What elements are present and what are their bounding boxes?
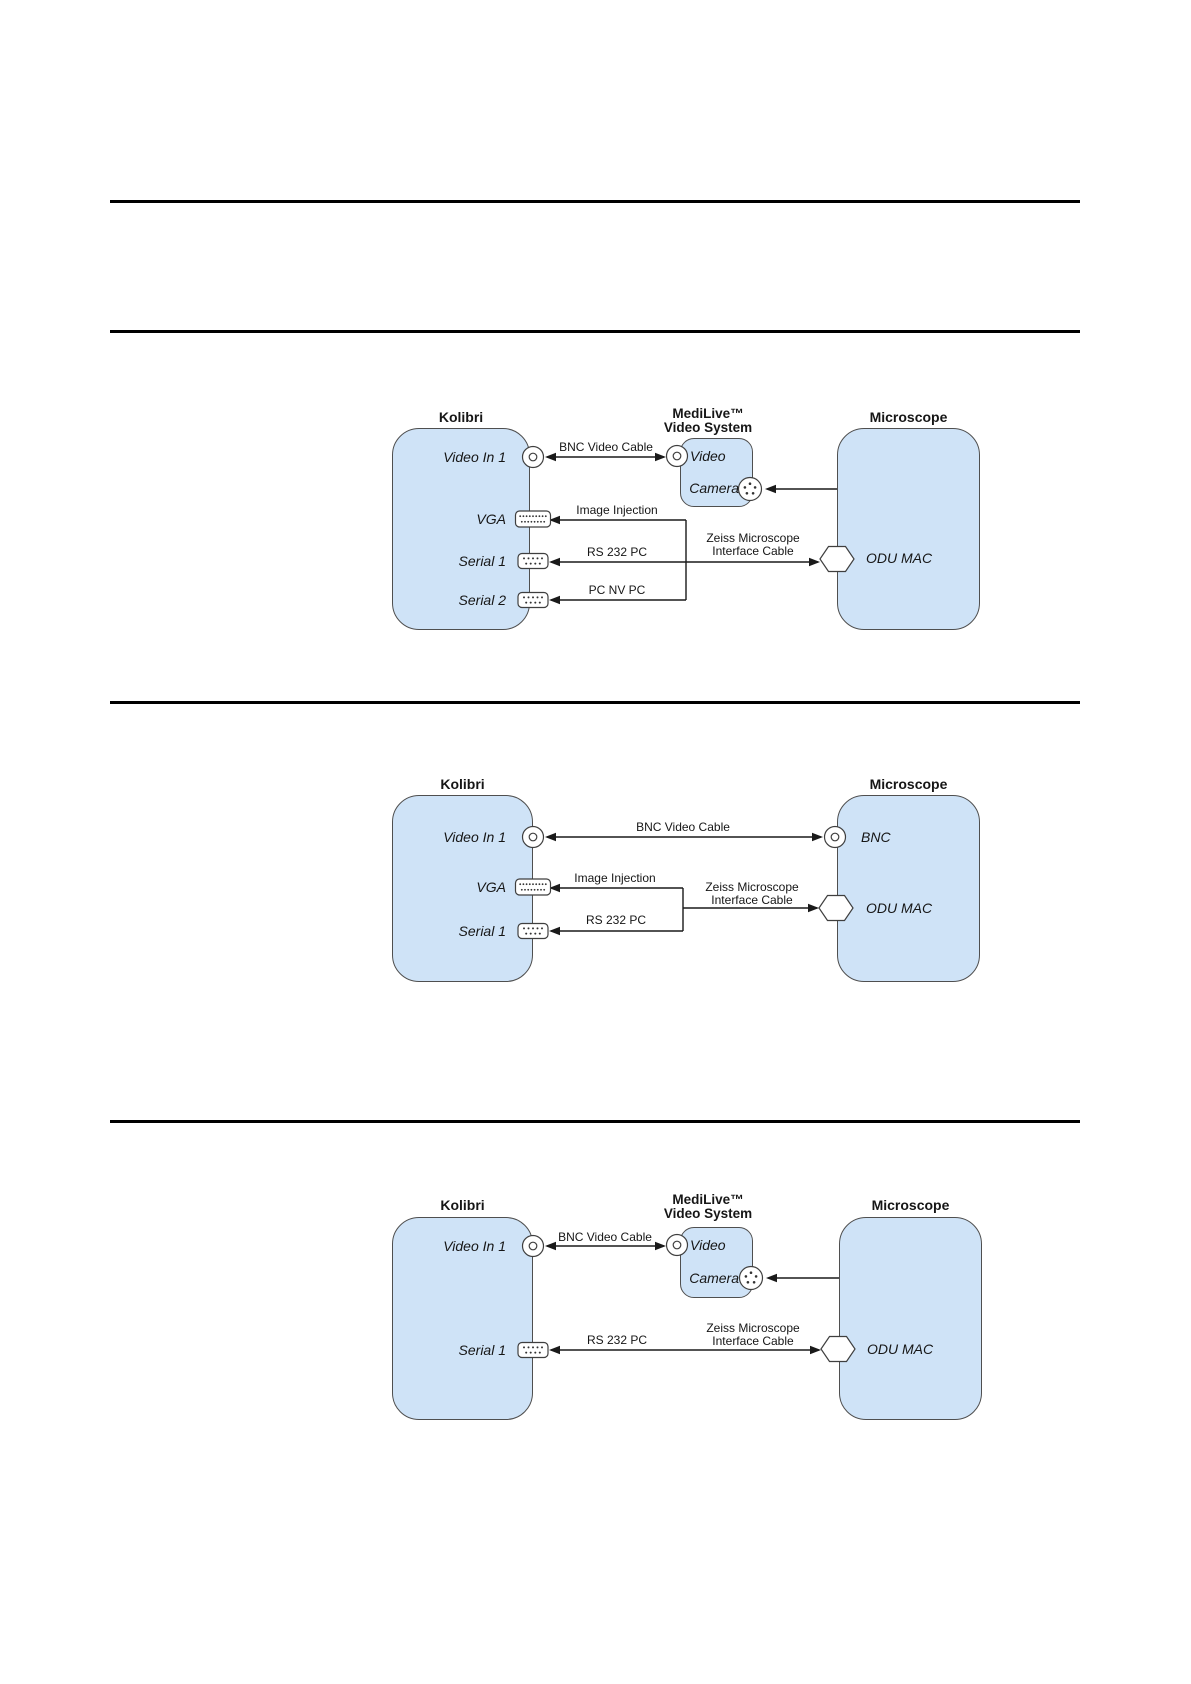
port-label-odu-mac: ODU MAC [865,550,933,566]
cable-label-zeiss-line2: Interface Cable [712,544,794,558]
port-label-odu-mac: ODU MAC [865,900,933,916]
port-label-serial-1: Serial 1 [458,923,506,939]
kolibri-title: Kolibri [440,776,485,792]
microscope-device-box [839,1217,982,1420]
cable-label-image-injection: Image Injection [576,503,658,517]
arrow-left-icon [549,926,560,936]
arrow-left-icon [549,595,560,605]
medilive-title: MediLive™ Video System [643,1193,773,1220]
medilive-title-line1: MediLive™ [672,406,744,421]
port-label-video: Video [690,448,726,464]
arrow-right-icon [809,557,820,567]
kolibri-title: Kolibri [440,1197,485,1213]
port-label-bnc: BNC [861,829,891,845]
cable-label-bnc-video: BNC Video Cable [558,1230,652,1244]
arrow-left-icon [545,832,556,842]
arrow-left-icon [549,883,560,893]
cable-label-zeiss-line1: Zeiss Microscope [706,1321,800,1335]
arrow-left-icon [549,557,560,567]
port-label-video: Video [690,1237,726,1253]
kolibri-device-box [392,428,530,630]
arrow-left-icon [549,1345,560,1355]
arrow-left-icon [549,515,560,525]
port-label-serial-1: Serial 1 [458,553,506,569]
cable-label-pc-nv: PC NV PC [588,583,646,597]
cable-label-zeiss-line1: Zeiss Microscope [705,880,799,894]
arrow-left-icon [545,452,556,462]
cable-label-zeiss-line2: Interface Cable [712,1334,794,1348]
cable-label-rs232: RS 232 PC [586,1333,648,1347]
arrow-right-icon [812,832,823,842]
cable-label-zeiss: Zeiss Microscope Interface Cable [693,532,813,558]
port-label-odu-mac: ODU MAC [866,1341,934,1357]
microscope-device-box [837,795,980,982]
port-label-video-in-1: Video In 1 [443,449,506,465]
medilive-title-line2: Video System [663,419,753,435]
arrow-right-icon [655,452,666,462]
port-label-serial-2: Serial 2 [458,592,506,608]
cable-label-bnc-video: BNC Video Cable [636,820,730,834]
medilive-title: MediLive™ Video System [643,407,773,434]
section-divider [110,701,1080,704]
port-label-vga: VGA [476,511,506,527]
cable-label-bnc-video: BNC Video Cable [559,440,653,454]
arrow-left-icon [766,1273,777,1283]
port-label-video-in-1: Video In 1 [443,829,506,845]
cable-label-zeiss-line2: Interface Cable [711,893,793,907]
microscope-title: Microscope [871,1197,950,1213]
port-label-camera: Camera [689,480,739,496]
kolibri-title: Kolibri [438,409,484,425]
kolibri-device-box [392,1217,533,1420]
port-label-serial-1: Serial 1 [458,1342,506,1358]
cable-label-zeiss: Zeiss Microscope Interface Cable [693,1322,813,1348]
cable-label-image-injection: Image Injection [574,871,656,885]
cable-label-rs232: RS 232 PC [585,913,647,927]
medilive-title-line2: Video System [663,1205,753,1221]
medilive-title-line1: MediLive™ [672,1192,744,1207]
arrow-left-icon [765,484,776,494]
microscope-title: Microscope [869,776,948,792]
section-divider [110,330,1080,333]
microscope-title: Microscope [869,409,948,425]
port-label-vga: VGA [476,879,506,895]
port-label-camera: Camera [689,1270,739,1286]
section-divider [110,200,1080,203]
microscope-device-box [837,428,980,630]
cable-label-zeiss-line1: Zeiss Microscope [706,531,800,545]
cable-label-rs232: RS 232 PC [586,545,648,559]
port-label-video-in-1: Video In 1 [443,1238,506,1254]
cable-label-zeiss: Zeiss Microscope Interface Cable [692,881,812,907]
section-divider [110,1120,1080,1123]
